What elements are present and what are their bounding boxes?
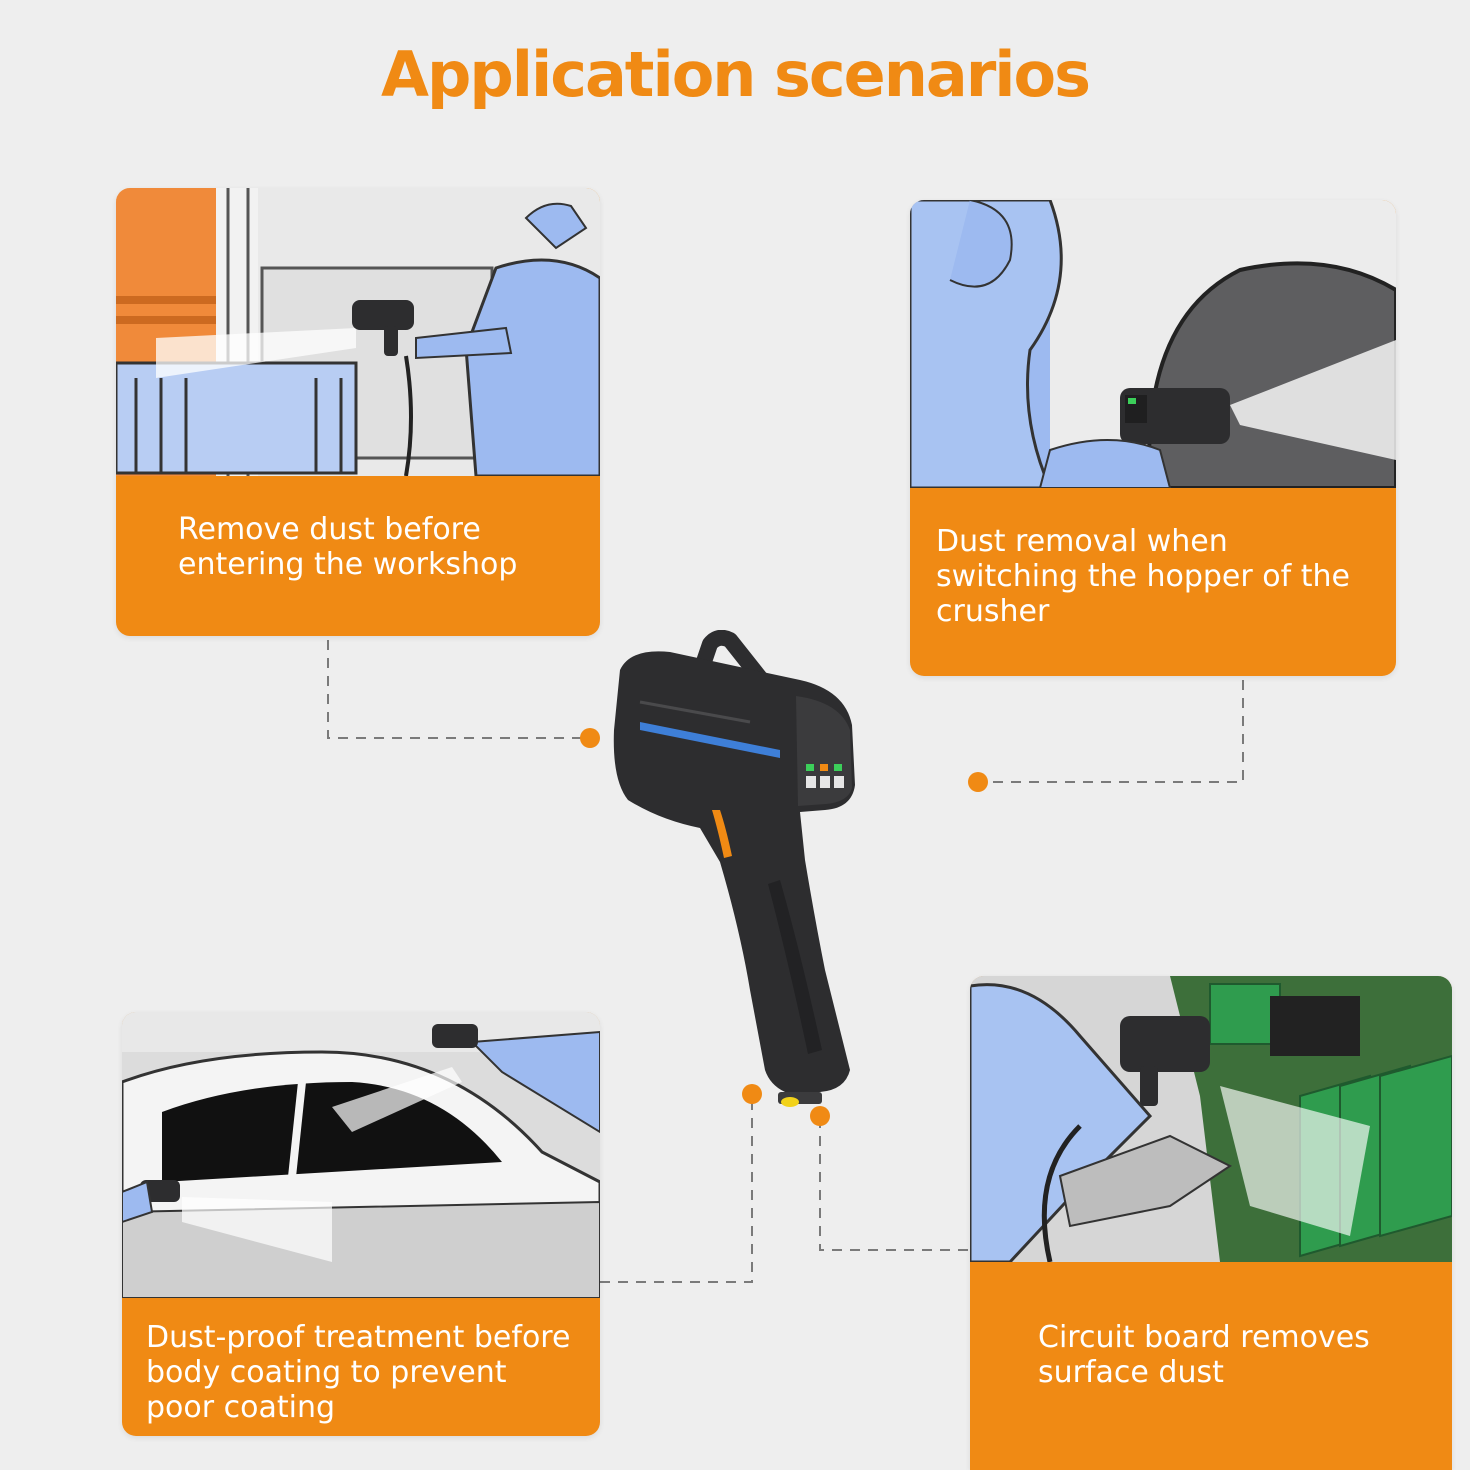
- connector-dot-1: [580, 728, 600, 748]
- scenario-card-car-coating: Dust-proof treatment before body coating…: [122, 1012, 600, 1436]
- page-title: Application scenarios: [380, 38, 1091, 111]
- caption-line: surface dust: [1038, 1355, 1224, 1390]
- connector-1: [327, 640, 590, 739]
- scenario-caption: Dust-proof treatment before body coating…: [122, 1298, 600, 1436]
- connector-2: [978, 680, 1244, 783]
- connector-3: [600, 1094, 753, 1283]
- scenario-card-workshop: Remove dust before entering the workshop: [116, 188, 600, 636]
- caption-line: Dust-proof treatment before: [146, 1320, 571, 1355]
- scene-circuit-board-illustration: [970, 976, 1452, 1262]
- caption-line: body coating to prevent: [146, 1355, 507, 1390]
- caption-line: switching the hopper of the: [936, 559, 1350, 594]
- connector-dot-2: [968, 772, 988, 792]
- caption-line: Circuit board removes: [1038, 1320, 1370, 1355]
- scenario-card-circuit-board: Circuit board removes surface dust: [970, 976, 1452, 1470]
- scenario-caption: Remove dust before entering the workshop: [116, 476, 600, 636]
- scene-workshop-illustration: [116, 188, 600, 476]
- caption-line: crusher: [936, 594, 1050, 629]
- connector-dot-4: [810, 1106, 830, 1126]
- scene-car-illustration: [122, 1012, 600, 1298]
- ionizing-air-gun-icon: [613, 630, 855, 1107]
- scenario-card-crusher: Dust removal when switching the hopper o…: [910, 200, 1396, 676]
- caption-line: Dust removal when: [936, 524, 1228, 559]
- scene-crusher-illustration: [910, 200, 1396, 488]
- caption-line: Remove dust before: [178, 512, 481, 547]
- caption-line: poor coating: [146, 1390, 336, 1425]
- caption-line: entering the workshop: [178, 547, 518, 582]
- connector-dot-3: [742, 1084, 762, 1104]
- scenario-caption: Circuit board removes surface dust: [970, 1262, 1452, 1470]
- scenario-caption: Dust removal when switching the hopper o…: [910, 488, 1396, 676]
- connector-4: [819, 1116, 968, 1251]
